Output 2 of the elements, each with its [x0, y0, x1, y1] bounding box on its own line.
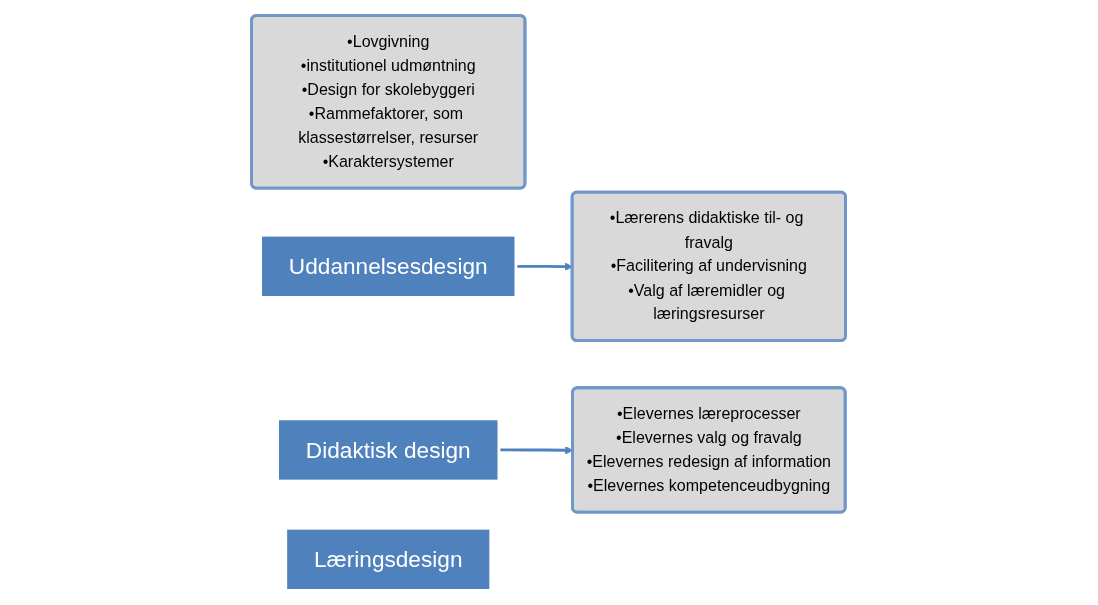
node-box: Læringsdesign	[284, 526, 493, 592]
node-box: Uddannelsesdesign	[259, 233, 518, 299]
